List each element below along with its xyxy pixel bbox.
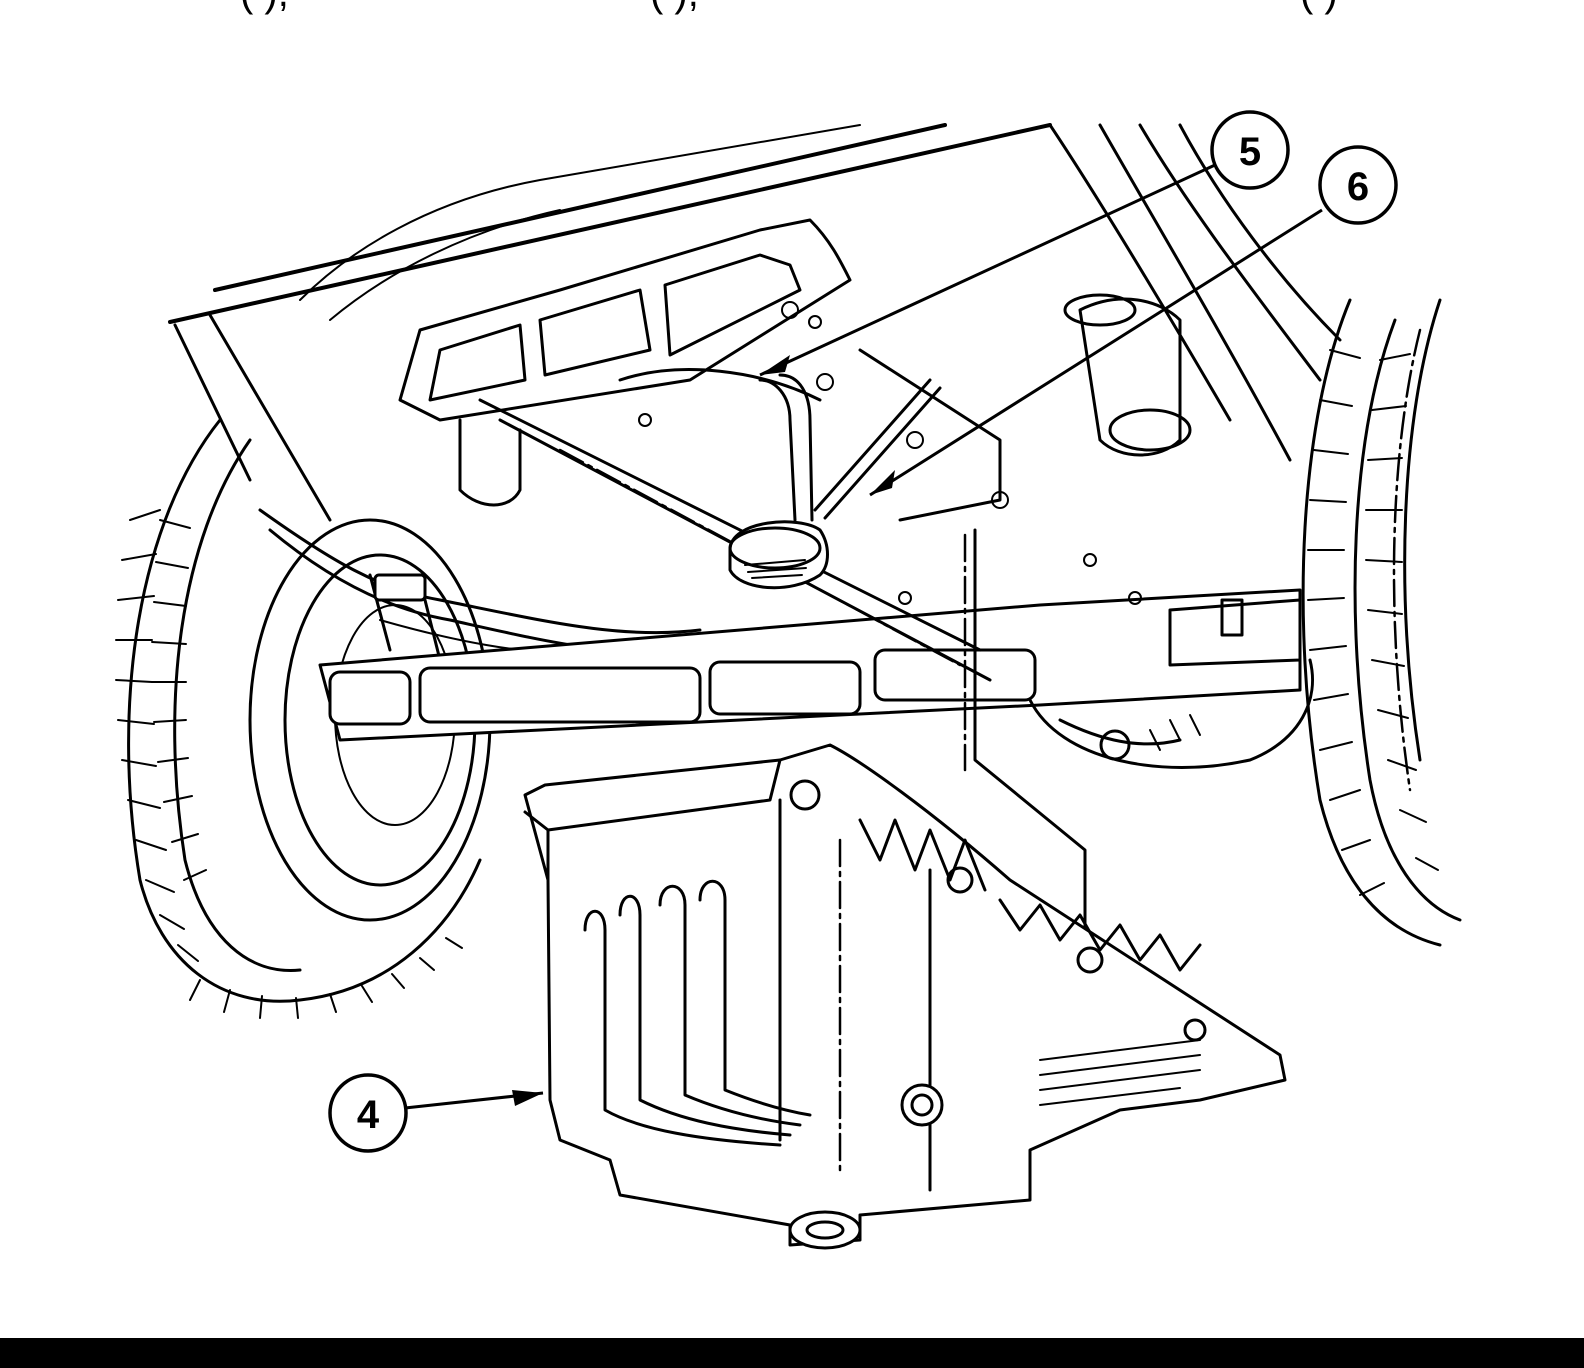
callout-5-label: 5 <box>1239 130 1261 174</box>
header-fragment-3: ( ) <box>1300 0 1338 15</box>
callout-4: 4 <box>328 1073 544 1153</box>
callout-5: 5 <box>759 110 1290 377</box>
header-fragment-2: ( ), <box>650 0 699 15</box>
header-fragment-1: ( ), <box>240 0 289 15</box>
callout-4-label: 4 <box>357 1093 380 1137</box>
oil-pan <box>523 743 1287 1250</box>
header-fragments: ( ), ( ), ( ) <box>240 0 1338 15</box>
vehicle-frame <box>168 123 1342 769</box>
right-tire <box>1301 298 1462 947</box>
oil-level-dipstick <box>813 378 1087 942</box>
callout-6-label: 6 <box>1347 165 1369 209</box>
oil-filler-tube <box>728 373 829 590</box>
callout-6: 6 <box>869 145 1398 497</box>
bottom-border-bar <box>0 1338 1584 1368</box>
